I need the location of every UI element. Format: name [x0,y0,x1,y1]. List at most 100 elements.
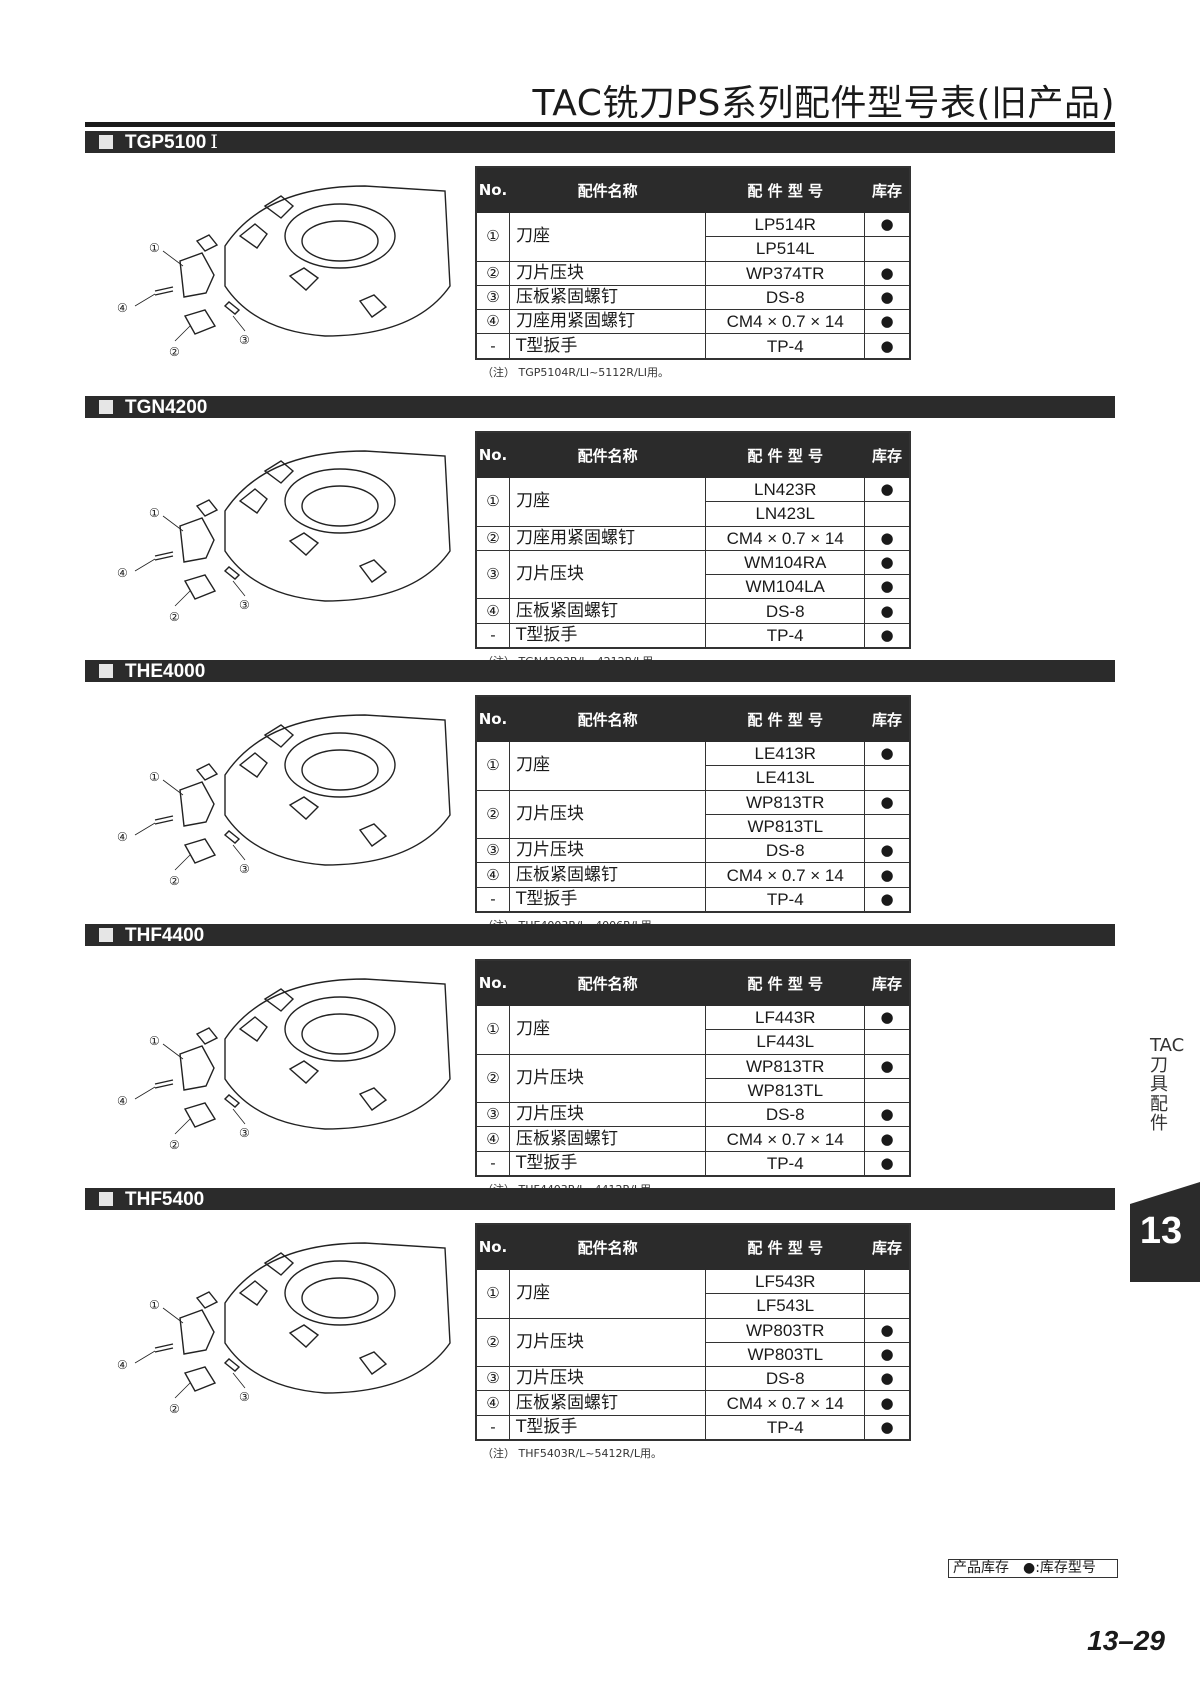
clamp-screw-part [223,1094,241,1108]
section-square-icon [99,1192,113,1206]
cell-part-name: T型扳手 [508,333,707,360]
cell-stock [864,1029,911,1055]
cell-model: CM4 × 0.7 × 14 [705,1390,866,1416]
col-model: 配 件 型 号 [705,431,866,478]
table-row: WM104LA● [476,574,911,600]
screw-part [154,1343,174,1353]
cell-no: ② [475,1317,510,1368]
cell-model: LP514R [705,211,866,238]
cell-model: CM4 × 0.7 × 14 [705,862,866,888]
col-stock: 库存 [864,695,911,742]
cell-part-name: 刀片压块 [508,1366,707,1392]
col-stock: 库存 [864,431,911,478]
callout-2: ② [169,1402,180,1416]
cell-no: - [475,1414,510,1441]
cell-stock: ● [864,476,911,503]
pocket-marks [238,460,388,583]
cell-no: ① [475,741,510,791]
cell-part-name: 刀片压块 [508,260,707,286]
insert-part [195,234,219,252]
clamp-part [183,574,217,600]
callout-2: ② [169,345,180,359]
cell-part-name: 刀片压块 [508,1053,707,1104]
col-model: 配 件 型 号 [705,166,866,213]
cell-model: TP-4 [705,1150,866,1177]
table-row: LN423L [476,501,911,527]
col-no: No. [475,695,510,742]
cell-model: DS-8 [705,838,866,864]
table-header-row: No. 配件名称 配 件 型 号 库存 [475,431,911,478]
cell-stock: ● [864,525,911,551]
product-section-the4000: THE4000 ① ② ③ ④ [0,660,1200,940]
callout-2: ② [169,1138,180,1152]
cell-stock: ● [864,1366,911,1392]
cutter-bore [284,996,396,1062]
holder-part [179,517,215,563]
cell-stock [864,813,911,840]
section-name: TGN4200 [125,397,208,418]
cell-part-name: 刀座 [508,1005,707,1055]
cell-model: LP514L [705,236,866,262]
table-row: LF543L [476,1293,911,1319]
callout-1: ① [149,506,160,520]
cell-model: LE413R [705,740,866,767]
cell-stock: ● [864,284,911,311]
cutter-inner-bore [301,220,379,262]
insert-part [195,1291,219,1309]
clamp-part [183,1102,217,1128]
cell-stock [864,1293,911,1319]
table-header-row: No. 配件名称 配 件 型 号 库存 [475,959,911,1006]
exploded-parts-diagram: ① ② ③ ④ [117,450,451,624]
cutter-bore [284,732,396,798]
cell-model: LN423L [705,501,866,527]
cell-no: ① [475,212,510,262]
side-label: TAC刀具配件 [1150,1035,1185,1134]
leader-lines [134,1307,246,1399]
cell-no: ② [475,789,510,840]
cutter-body-outline [224,1242,451,1394]
cell-model: WM104LA [705,574,866,600]
cutter-inner-bore [301,485,379,527]
table-row: WP813TL [476,1077,911,1104]
cell-no: - [475,622,510,649]
cell-model: WP813TL [705,813,866,840]
cell-no: ③ [475,284,510,311]
holder-part [179,781,215,827]
clamp-part [183,1366,217,1392]
insert-part [195,499,219,517]
exploded-parts-diagram: ① ② ③ ④ [117,714,451,888]
clamp-screw-part [223,566,241,580]
section-square-icon [99,135,113,149]
pocket-marks [238,724,388,847]
table-row: LP514L [476,236,911,262]
cutter-bore [284,203,396,269]
cell-part-name: T型扳手 [508,1414,707,1441]
col-name: 配件名称 [508,431,707,478]
cell-model: DS-8 [705,1366,866,1392]
col-name: 配件名称 [508,1223,707,1270]
cell-stock [864,765,911,791]
cell-part-name: 压板紧固螺钉 [508,1390,707,1416]
leader-lines [134,250,246,342]
clamp-screw-part [223,301,241,315]
cell-stock [864,501,911,527]
pocket-marks [238,988,388,1111]
cell-stock: ● [864,1390,911,1416]
cell-no: ② [475,525,510,551]
cutter-inner-bore [301,1277,379,1319]
section-name: THE4000 [125,661,206,682]
cutter-inner-bore [301,749,379,791]
cell-model: LF443R [705,1004,866,1031]
cell-model: TP-4 [705,333,866,360]
